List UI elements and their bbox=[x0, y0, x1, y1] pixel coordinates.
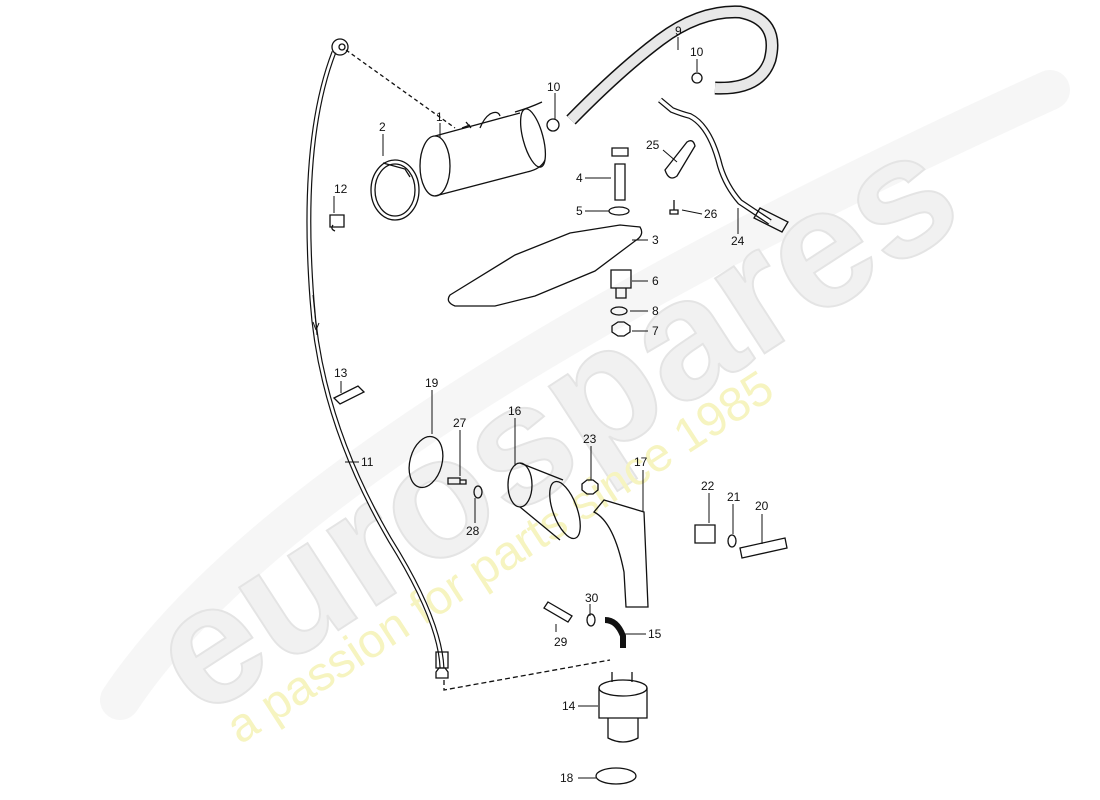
part-26-screw bbox=[669, 200, 679, 215]
callout-3: 3 bbox=[652, 233, 659, 247]
part-6-mount bbox=[610, 269, 632, 299]
callout-5: 5 bbox=[576, 204, 583, 218]
callout-19: 19 bbox=[425, 376, 439, 390]
callout-20: 20 bbox=[755, 499, 769, 513]
part-30-washer bbox=[586, 613, 596, 627]
callout-26: 26 bbox=[704, 207, 718, 221]
part-13-clip bbox=[332, 385, 366, 405]
part-14-accumulator bbox=[598, 672, 648, 743]
part-19-clamp bbox=[408, 435, 444, 489]
part-24-pipe bbox=[658, 97, 789, 233]
part-22-spacer bbox=[694, 524, 716, 544]
part-21-washer bbox=[727, 534, 737, 548]
callout-17: 17 bbox=[634, 455, 648, 469]
part-15-elbow bbox=[604, 617, 626, 648]
callout-6: 6 bbox=[652, 274, 659, 288]
part-20-bolt bbox=[739, 537, 788, 559]
part-16-filter bbox=[507, 462, 581, 541]
part-17-bracket bbox=[592, 499, 649, 608]
part-10b-clamp bbox=[691, 72, 703, 84]
callout-13: 13 bbox=[334, 366, 348, 380]
part-27-bolt bbox=[447, 477, 467, 485]
part-29-nipple bbox=[543, 601, 573, 623]
callout-2: 2 bbox=[379, 120, 386, 134]
fuel-line-11 bbox=[306, 38, 449, 679]
callout-23: 23 bbox=[583, 432, 597, 446]
part-1-canister bbox=[419, 101, 547, 197]
part-18-clamp bbox=[595, 767, 637, 785]
part-4-bolt bbox=[611, 147, 629, 201]
callout-9: 9 bbox=[675, 24, 682, 38]
callout-21: 21 bbox=[727, 490, 741, 504]
part-2-clamp bbox=[370, 159, 420, 221]
callout-24: 24 bbox=[731, 234, 745, 248]
callout-4: 4 bbox=[576, 171, 583, 185]
part-12-clip bbox=[329, 214, 345, 232]
callout-15: 15 bbox=[648, 627, 662, 641]
part-9-hose bbox=[566, 5, 779, 125]
part-8-lockwasher bbox=[610, 306, 628, 316]
callout-14: 14 bbox=[562, 699, 576, 713]
part-3-plate bbox=[447, 224, 643, 307]
part-23-nut bbox=[581, 479, 599, 495]
part-7-nut bbox=[611, 321, 631, 337]
callout-18: 18 bbox=[560, 771, 574, 785]
callout-11: 11 bbox=[361, 455, 374, 469]
callout-22: 22 bbox=[701, 479, 715, 493]
callout-25: 25 bbox=[646, 138, 660, 152]
callout-30: 30 bbox=[585, 591, 599, 605]
callout-29: 29 bbox=[554, 635, 568, 649]
part-28-washer bbox=[473, 485, 483, 499]
callout-27: 27 bbox=[453, 416, 467, 430]
part-5-washer bbox=[608, 206, 630, 216]
part-10-clamp bbox=[546, 118, 560, 132]
callout-10b: 10 bbox=[690, 45, 704, 59]
callout-1: 1 bbox=[436, 110, 443, 124]
callout-8: 8 bbox=[652, 304, 659, 318]
callout-10: 10 bbox=[547, 80, 561, 94]
part-25-bracket bbox=[664, 140, 696, 179]
callout-7: 7 bbox=[652, 324, 659, 338]
callout-12: 12 bbox=[334, 182, 348, 196]
callout-16: 16 bbox=[508, 404, 522, 418]
callout-28: 28 bbox=[466, 524, 480, 538]
